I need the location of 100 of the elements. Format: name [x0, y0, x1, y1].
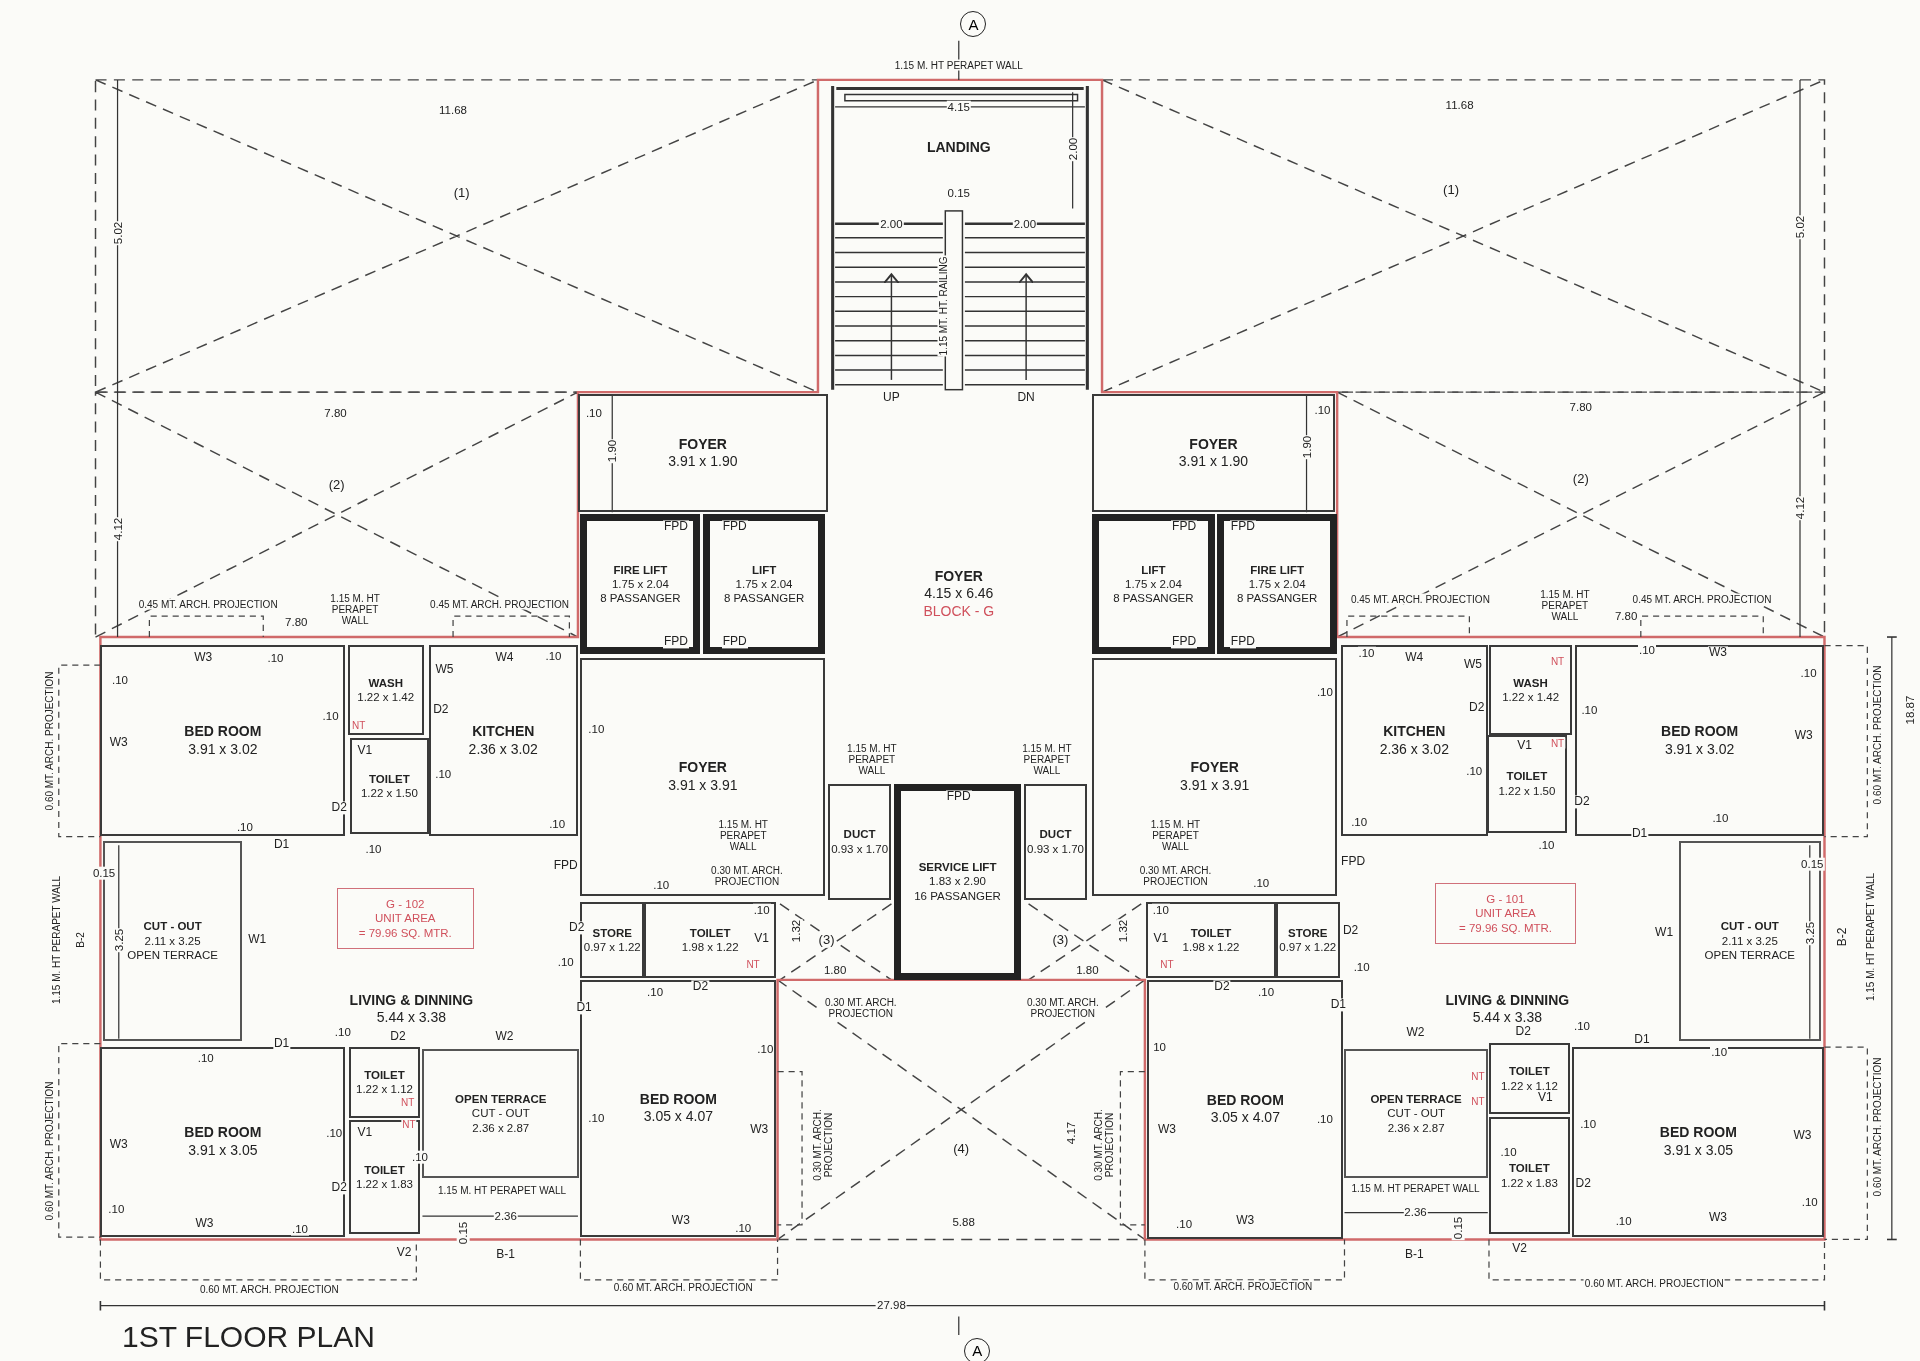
dimension-label: .10 — [1579, 1117, 1598, 1131]
fire-duct-tag: FPD — [1171, 635, 1198, 649]
room-outline — [580, 657, 826, 897]
dimension-label: .10 — [321, 710, 340, 723]
note-label: 0.60 MT. ARCH. PROJECTION — [612, 1281, 754, 1293]
note-label: 0.45 MT. ARCH. PROJECTION — [1349, 593, 1491, 605]
note-label: 0.60 MT. ARCH. PROJECTION — [1583, 1277, 1725, 1289]
nt-tag: NT — [1470, 1095, 1486, 1107]
room-outline — [1486, 734, 1568, 833]
dimension-label: .10 — [325, 1126, 344, 1139]
nt-tag: NT — [351, 719, 367, 731]
room-outline — [1147, 979, 1344, 1240]
room-text: 1.75 x 2.04 — [735, 576, 793, 592]
unit-area-box — [1435, 882, 1576, 945]
note-label: 0.60 MT. ARCH. PROJECTION — [198, 1283, 340, 1295]
dimension-label: 0.15 — [1452, 1215, 1465, 1241]
room-text: BLOCK - G — [923, 602, 995, 621]
room-text: 8 PASSANGER — [723, 591, 805, 606]
note-label: 0.60 MT. ARCH. PROJECTION — [1871, 1056, 1883, 1197]
dimension-label: 1.90 — [605, 438, 619, 463]
room-name: FOYER — [934, 567, 983, 586]
dimension-label: .10 — [756, 1043, 775, 1056]
room-text: OPEN TERRACE — [127, 948, 218, 963]
lift-shaft — [1217, 514, 1338, 654]
dimension-label: .10 — [196, 1051, 215, 1065]
room-name: FOYER — [1189, 435, 1238, 454]
room-text: 4.15 x 6.46 — [924, 585, 994, 603]
dimension-label: .10 — [1537, 838, 1556, 852]
plan-title: 1ST FLOOR PLAN — [122, 1322, 375, 1352]
room-outline — [1275, 902, 1340, 979]
dimension-label: 2.36 — [1403, 1205, 1428, 1219]
room-text: CUT - OUT — [1387, 1106, 1446, 1121]
room-text: 3.91 x 3.91 — [668, 776, 738, 795]
note-label: 1.15 M. HT PERAPET WALL — [893, 59, 1024, 71]
room-name: OPEN TERRACE — [1370, 1092, 1462, 1107]
dimension-label: 1.32 — [1116, 918, 1130, 943]
dimension-label: .10 — [587, 1111, 606, 1125]
room-text: CUT - OUT — [471, 1106, 530, 1121]
room-text: 0.93 x 1.70 — [1027, 841, 1084, 857]
unit-area-box — [336, 887, 474, 949]
room-name: TOILET — [364, 1068, 405, 1083]
room-text: 0.97 x 1.22 — [1279, 940, 1337, 955]
dimension-label: 7.80 — [1613, 609, 1639, 623]
room-text: 2.36 x 2.87 — [1387, 1120, 1445, 1136]
room-text: 5.44 x 3.38 — [1472, 1009, 1542, 1026]
room-outline — [100, 1046, 346, 1237]
room-name: DUCT — [1039, 827, 1072, 842]
room-outline — [1572, 1046, 1825, 1237]
dimension-label: 2.00 — [1012, 217, 1038, 231]
room-text: 2.36 x 3.02 — [468, 740, 538, 759]
dimension-label: .10 — [1350, 815, 1369, 828]
room-outline — [100, 645, 346, 837]
note-label: 0.60 MT. ARCH. PROJECTION — [43, 670, 55, 812]
note-label: 0.60 MT. ARCH. PROJECTION — [1172, 1280, 1314, 1292]
dimension-label: 2.00 — [1066, 137, 1079, 162]
room-text: 1.22 x 1.83 — [356, 1177, 413, 1192]
room-name: STORE — [1288, 926, 1328, 941]
room-name: TOILET — [1506, 769, 1548, 784]
room-text: 0.93 x 1.70 — [831, 841, 889, 857]
room-text: 1.22 x 1.12 — [1500, 1078, 1558, 1092]
open-terrace-outline — [1678, 841, 1821, 1041]
area-number: (1) — [452, 186, 471, 201]
room-outline — [827, 783, 892, 900]
room-text: 2.36 x 3.02 — [1379, 740, 1449, 759]
room-text: 8 PASSANGER — [600, 591, 681, 606]
dimension-label: 1.90 — [1300, 434, 1313, 460]
room-name: BED ROOM — [1206, 1091, 1284, 1110]
room-text: 1.75 x 2.04 — [611, 576, 669, 592]
dimension-label: .10 — [266, 651, 285, 664]
room-name: OPEN TERRACE — [455, 1092, 547, 1107]
room-name: TOILET — [689, 926, 731, 941]
room-text: 1.98 x 1.22 — [1182, 940, 1240, 955]
dimension-label: 4.17 — [1065, 1120, 1078, 1145]
dimension-label: .10 — [584, 406, 603, 419]
unit-area-text: = 79.96 SQ. MTR. — [358, 925, 452, 940]
room-text: 16 PASSANGER — [914, 888, 1001, 904]
dimension-label: .10 — [1580, 703, 1599, 717]
opening-tag: D1 — [575, 1001, 593, 1015]
room-text: 2.11 x 3.25 — [1721, 933, 1778, 949]
dimension-label: .10 — [111, 673, 129, 686]
dimension-label: .10 — [1315, 1112, 1334, 1126]
nt-tag: NT — [1549, 655, 1566, 667]
room-text: 3.91 x 3.05 — [188, 1141, 258, 1160]
area-number: (3) — [1051, 933, 1070, 948]
room-text: 1.22 x 1.42 — [1502, 690, 1560, 705]
lift-shaft — [1092, 514, 1215, 654]
dimension-label: .10 — [1465, 765, 1484, 778]
dimension-label: 0.15 — [456, 1220, 470, 1246]
room-text: 1.22 x 1.12 — [356, 1082, 413, 1097]
note-label: 1.15 MT. HT. RAILING — [937, 255, 949, 357]
dimension-label: .10 — [1800, 1196, 1819, 1209]
dimension-label: 7.80 — [284, 615, 309, 629]
room-name: LIVING & DINNING — [349, 991, 474, 1010]
note-label: 1.15 M. HT PERAPET WALL — [436, 1184, 568, 1196]
note-label: 0.60 MT. ARCH. PROJECTION — [43, 1080, 55, 1222]
nt-tag: NT — [1470, 1070, 1486, 1082]
dimension-label: .10 — [333, 1025, 352, 1039]
room-text: 1.22 x 1.50 — [360, 786, 418, 801]
room-outline — [1092, 394, 1335, 512]
unit-area-text: UNIT AREA — [1475, 906, 1536, 921]
